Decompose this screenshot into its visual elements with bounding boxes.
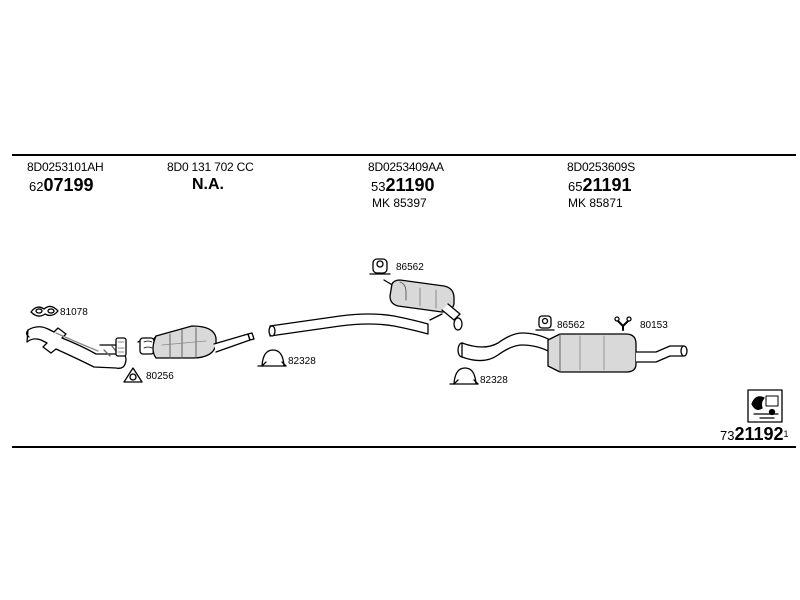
catalog-prefix: 73 (720, 428, 735, 443)
part-number: 21191 (582, 175, 632, 195)
hanger-icon (535, 315, 555, 331)
catalog-symbol-icon (747, 389, 783, 423)
callout-gasket: 81078 (60, 307, 88, 318)
hanger-icon (369, 258, 391, 275)
mk-number-rear: MK 85871 (568, 196, 623, 210)
part-number: 07199 (43, 175, 94, 195)
oem-number-middle-silencer: 8D0253409AA (368, 160, 444, 174)
callout-hanger-top: 86562 (396, 262, 424, 273)
mk-number-middle: MK 85397 (372, 196, 427, 210)
catalyst-icon (137, 325, 255, 359)
oem-number-rear-silencer: 8D0253609S (567, 160, 636, 174)
clamp-icon (449, 367, 479, 385)
clamp-icon (257, 349, 287, 367)
bracket-icon (614, 316, 632, 331)
front-pipe-icon (26, 326, 127, 369)
ring-gasket-icon (123, 367, 143, 383)
top-divider (12, 154, 796, 156)
intermediate-pipe-icon (268, 313, 429, 337)
part-number-rear-silencer: 6521191 (568, 176, 632, 196)
part-number-middle-silencer: 5321190 (371, 176, 435, 196)
callout-ring-gasket: 80256 (146, 371, 174, 382)
oem-number-front-pipe: 8D0253101AH (27, 160, 104, 174)
catalog-number: 73211921 (720, 425, 789, 445)
part-number-catalyst: N.A. (192, 176, 224, 193)
callout-clamp-front: 82328 (288, 356, 316, 367)
callout-clamp-rear: 82328 (480, 375, 508, 386)
callout-hanger-rear: 86562 (557, 320, 585, 331)
part-prefix: 65 (568, 179, 583, 194)
part-prefix: 53 (371, 179, 386, 194)
middle-silencer-icon (383, 279, 463, 331)
oem-number-catalyst: 8D0 131 702 CC (167, 160, 254, 174)
gasket-icon (30, 305, 59, 317)
catalog-suffix: 1 (783, 429, 789, 439)
part-number-front-pipe: 6207199 (29, 176, 94, 196)
bottom-divider (12, 446, 796, 448)
catalog-main-number: 21192 (734, 424, 784, 444)
part-number: 21190 (385, 175, 435, 195)
callout-bracket: 80153 (640, 320, 668, 331)
part-prefix: 62 (29, 179, 44, 194)
rear-silencer-icon (457, 332, 688, 373)
